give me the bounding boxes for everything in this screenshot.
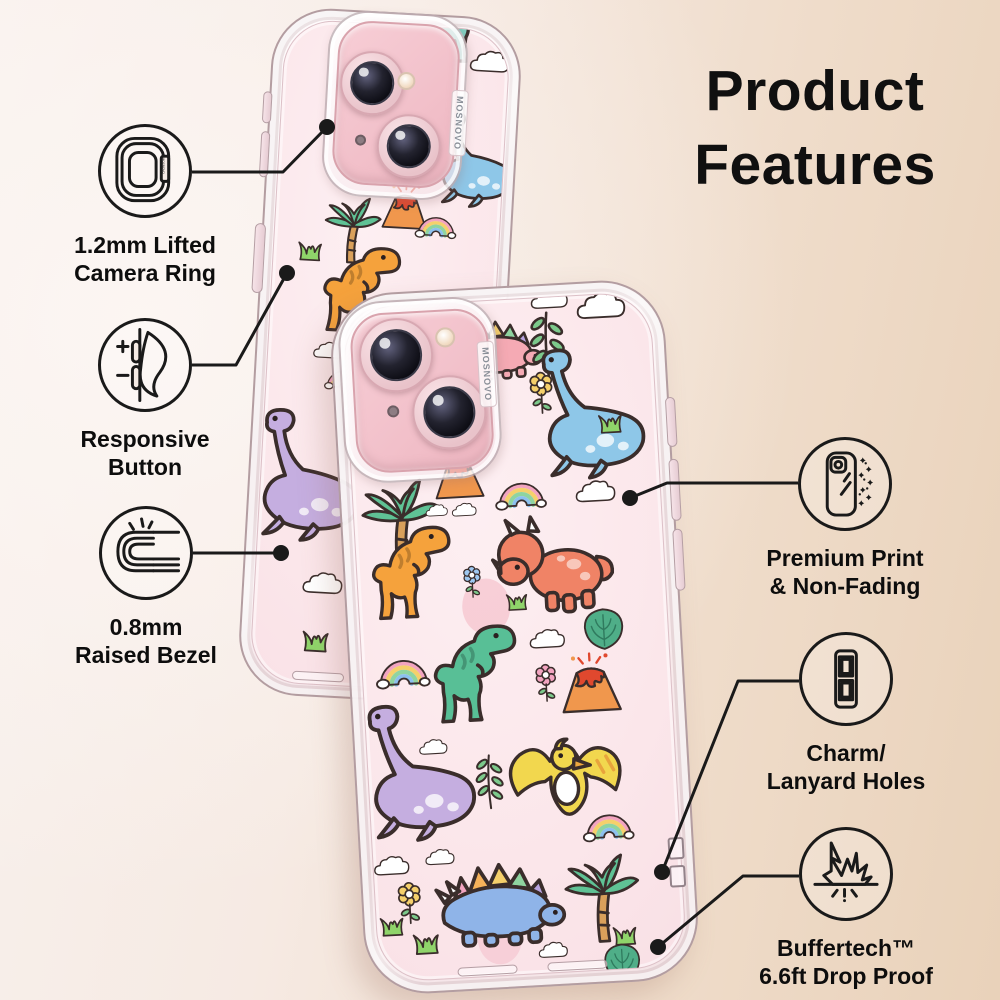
mute-switch xyxy=(664,396,678,448)
doodle-ptero xyxy=(507,734,624,820)
camera-lens xyxy=(338,49,406,117)
doodle-grass xyxy=(412,933,440,956)
doodle-monstera xyxy=(582,607,625,651)
doodle-grass xyxy=(297,241,323,262)
doodle-rainbow xyxy=(583,814,634,842)
doodle-volcano xyxy=(559,650,622,714)
camera-flash xyxy=(396,71,416,91)
camera-module xyxy=(330,19,462,190)
doodle-cloud xyxy=(528,628,566,649)
doodle-longneck xyxy=(366,700,479,845)
doodle-cloud xyxy=(575,290,626,320)
mute-switch xyxy=(261,91,273,124)
doodle-rainbow xyxy=(495,482,546,510)
doodle-cloud xyxy=(574,479,616,503)
raised-bezel-icon xyxy=(99,506,193,600)
dinosaur-pattern xyxy=(359,290,648,983)
doodle-flower xyxy=(397,881,423,925)
doodle-cloud xyxy=(302,571,344,595)
doodle-grass xyxy=(301,630,329,653)
doodle-trex xyxy=(369,524,455,621)
camera-lens xyxy=(410,373,489,452)
doodle-branch xyxy=(472,753,507,810)
camera-ring-icon: MOSNOVO xyxy=(98,124,192,218)
doodle-flower xyxy=(528,371,554,415)
responsive-button-icon xyxy=(98,318,192,412)
doodle-grass xyxy=(379,916,405,937)
volume-button xyxy=(668,458,682,522)
case-back-panel xyxy=(341,290,688,984)
feature-label: Premium Print& Non-Fading xyxy=(766,545,924,600)
volume-button xyxy=(672,528,686,591)
lanyard-hole xyxy=(667,836,685,860)
drop-proof-icon xyxy=(799,827,893,921)
svg-text:MOSNOVO: MOSNOVO xyxy=(161,158,165,175)
camera-mic xyxy=(354,134,367,146)
lanyard-holes-icon xyxy=(799,632,893,726)
doodle-cloud xyxy=(418,738,448,756)
phone-case-front: MOSNOVO xyxy=(327,277,702,997)
doodle-grass xyxy=(505,593,528,612)
camera-lens xyxy=(375,112,443,181)
doodle-palm xyxy=(562,852,643,945)
doodle-cloud xyxy=(451,502,477,517)
camera-module xyxy=(348,307,496,475)
doodle-grass xyxy=(612,925,638,946)
lanyard-hole xyxy=(669,864,687,888)
doodle-cloud xyxy=(469,49,511,73)
brand-tab: MOSNOVO xyxy=(476,340,498,408)
doodle-cloud xyxy=(424,848,455,866)
feature-label: Charm/Lanyard Holes xyxy=(766,740,926,795)
doodle-trex xyxy=(431,623,521,724)
camera-mic xyxy=(386,405,400,418)
premium-print-icon xyxy=(798,437,892,531)
doodle-rainbow xyxy=(376,660,430,689)
camera-flash xyxy=(434,326,456,348)
doodle-stego xyxy=(433,859,568,951)
page-title-line2: Features xyxy=(694,133,936,198)
doodle-flower xyxy=(534,663,558,703)
doodle-longneck xyxy=(540,344,648,482)
page-title-line1: Product xyxy=(705,59,925,123)
doodle-cloud xyxy=(373,855,410,876)
feature-charm-lanyard-holes: Charm/Lanyard Holes xyxy=(729,632,963,795)
camera-lens xyxy=(357,316,436,395)
page-title: Product Features xyxy=(650,54,980,202)
feature-premium-print: Premium Print& Non-Fading xyxy=(728,437,962,600)
doodle-cloud xyxy=(538,941,569,959)
